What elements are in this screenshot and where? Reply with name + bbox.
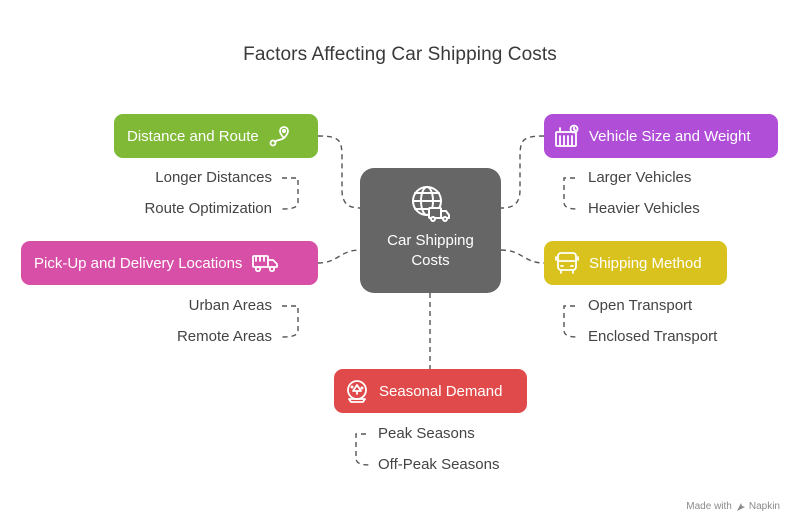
sub-item-peak-seasons: Peak Seasons <box>378 425 475 442</box>
globe-truck-icon <box>409 184 453 229</box>
factor-label: Pick-Up and Delivery Locations <box>34 254 243 272</box>
napkin-icon <box>736 502 745 511</box>
factor-vehicle-size: Vehicle Size and Weight <box>544 114 778 158</box>
factor-shipping-method: Shipping Method <box>544 241 727 285</box>
route-pin-icon <box>268 125 292 147</box>
factor-label: Shipping Method <box>589 254 702 272</box>
factor-distance-route: Distance and Route <box>114 114 318 158</box>
footer-credit: Made with Napkin <box>686 501 780 512</box>
factor-seasonal-demand: Seasonal Demand <box>334 369 527 413</box>
truck-icon <box>251 252 279 274</box>
sub-item-open-transport: Open Transport <box>588 297 693 314</box>
factor-pickup-delivery: Pick-Up and Delivery Locations <box>21 241 318 285</box>
factor-label: Seasonal Demand <box>379 382 503 400</box>
center-node: Car Shipping Costs <box>360 168 501 293</box>
sub-item-larger-vehicles: Larger Vehicles <box>588 169 692 186</box>
sub-item-enclosed-transport: Enclosed Transport <box>588 328 718 345</box>
snow-globe-icon <box>344 379 370 403</box>
sub-item-off-peak-seasons: Off-Peak Seasons <box>378 456 500 473</box>
footer-brand: Napkin <box>748 501 780 512</box>
sub-item-route-optimization: Route Optimization <box>144 200 272 217</box>
footer-text: Made with <box>686 501 732 512</box>
napkin-logo: Napkin <box>736 501 780 512</box>
sub-item-heavier-vehicles: Heavier Vehicles <box>588 200 700 217</box>
sub-item-remote-areas: Remote Areas <box>176 328 272 345</box>
diagram-title: Factors Affecting Car Shipping Costs <box>243 44 557 65</box>
sub-item-urban-areas: Urban Areas <box>188 297 272 314</box>
sub-item-longer-distances: Longer Distances <box>155 169 272 186</box>
center-label: Car Shipping Costs <box>387 232 474 269</box>
bus-icon <box>554 251 580 275</box>
factor-label: Distance and Route <box>127 127 259 145</box>
factor-label: Vehicle Size and Weight <box>589 127 751 145</box>
weight-icon <box>554 124 580 148</box>
